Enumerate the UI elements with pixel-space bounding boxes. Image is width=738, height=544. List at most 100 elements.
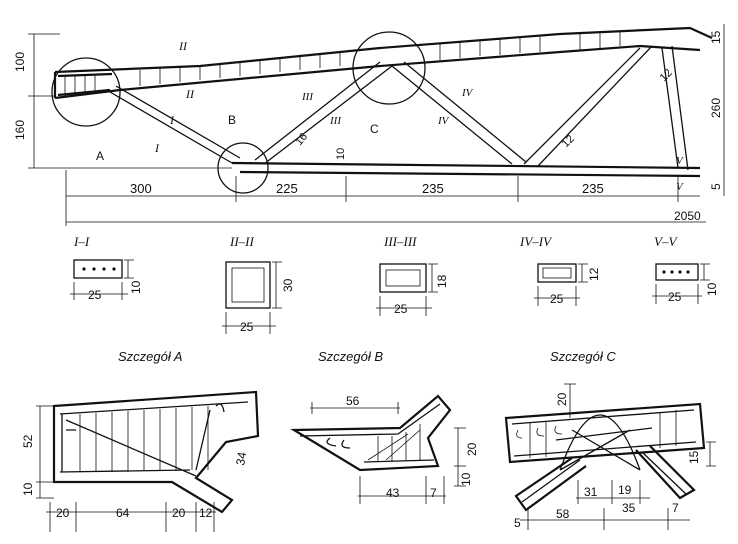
section-ii-dims — [222, 261, 282, 334]
detail-c-chord — [504, 402, 706, 464]
dim-160: 160 — [13, 120, 27, 140]
detail-b-top-dim — [310, 402, 400, 414]
top-chord-stirrups — [139, 32, 621, 86]
node-label-b: B — [228, 113, 236, 127]
cut-mark-incl-bottom: I — [154, 141, 160, 155]
cut-mark-iv-a: IV — [461, 87, 474, 99]
cross-sections: I–I 25 10 II–II 25 30 III–III 25 18 IV — [70, 234, 719, 334]
detail-b-dim-43: 43 — [386, 486, 400, 500]
detail-b-bars — [299, 403, 441, 463]
cut-mark-i-top: II — [178, 39, 188, 53]
section-iii-height: 18 — [435, 274, 449, 288]
section-i-outline — [73, 259, 123, 279]
detail-c-legs — [514, 445, 696, 512]
detail-c-mid-dims — [576, 480, 650, 504]
detail-a-dim-10: 10 — [21, 482, 35, 496]
section-iv-dims — [534, 263, 588, 306]
right-end-post — [661, 45, 689, 171]
cut-mark-iv-b: IV — [437, 115, 450, 127]
detail-c-dim-15: 15 — [687, 450, 701, 464]
left-end-stirrups — [64, 75, 96, 96]
section-v-height: 10 — [705, 282, 719, 296]
section-ii-width: 25 — [240, 320, 254, 334]
section-iv-outline — [537, 263, 577, 283]
dim-235-a: 235 — [422, 181, 444, 196]
detail-c-dim-19: 19 — [618, 483, 632, 497]
dim-300: 300 — [130, 181, 152, 196]
section-v-width: 25 — [668, 290, 682, 304]
detail-c-loop-bars — [555, 414, 653, 471]
detail-a-height-dims — [36, 405, 54, 499]
dim-235-b: 235 — [582, 181, 604, 196]
detail-c-leg-bars — [521, 451, 687, 503]
detail-a-stirrups — [79, 406, 209, 472]
section-ii-title: II–II — [229, 234, 254, 249]
top-chord-lower-edge — [54, 44, 701, 100]
dim-5: 5 — [709, 183, 723, 190]
web-diagonal-2 — [391, 61, 527, 165]
section-i-dims — [70, 259, 134, 300]
inclined-bottom-chord — [109, 85, 241, 164]
dim-100: 100 — [13, 52, 27, 72]
section-iv-title: IV–IV — [519, 234, 553, 249]
dim-12-post: 12 — [658, 67, 675, 84]
detail-a-outline — [52, 390, 260, 514]
section-iv-iv: IV–IV 25 12 — [519, 234, 601, 306]
dim-16: 16 — [293, 131, 310, 148]
node-label-c: C — [370, 122, 379, 136]
detail-c-stirrups — [516, 410, 677, 458]
dim-225: 225 — [276, 181, 298, 196]
span-dim-line — [65, 170, 700, 226]
section-iii-iii: III–III 25 18 — [376, 234, 449, 316]
detail-a-dim-20a: 20 — [56, 506, 70, 520]
detail-b-stirrups — [367, 424, 421, 462]
detail-a-dim-52: 52 — [21, 434, 35, 448]
detail-c-right-dim — [706, 441, 716, 467]
cut-mark-i-bottom: II — [185, 87, 195, 101]
detail-a-diagonal-bars — [65, 403, 225, 477]
section-ii-height: 30 — [281, 278, 295, 292]
detail-b-bottom-dims — [358, 476, 446, 504]
detail-b: Szczegół B 56 20 10 43 7 — [290, 349, 479, 504]
section-ii-ii: II–II 25 30 — [222, 234, 295, 334]
top-chord-upper-edge — [54, 26, 713, 74]
bottom-chord — [231, 161, 701, 178]
dim-10: 10 — [335, 148, 347, 160]
section-v-dims — [652, 263, 710, 304]
detail-b-dim-56: 56 — [346, 394, 360, 408]
detail-b-dim-10: 10 — [459, 472, 473, 486]
detail-c-top-dim — [564, 383, 576, 418]
section-iii-title: III–III — [383, 234, 417, 249]
section-iii-dims — [376, 263, 438, 316]
section-iii-outline — [379, 263, 427, 293]
section-iv-width: 25 — [550, 292, 564, 306]
cut-mark-incl-top: I — [169, 113, 175, 127]
detail-a-dim-64: 64 — [116, 506, 130, 520]
detail-c-dim-5: 5 — [514, 516, 521, 530]
section-i-title: I–I — [73, 234, 90, 249]
detail-a-main-bars — [59, 401, 249, 473]
detail-circle-c — [352, 31, 426, 105]
section-i-i: I–I 25 10 — [70, 234, 143, 302]
detail-b-outline — [290, 394, 452, 472]
section-i-width: 25 — [88, 288, 102, 302]
section-v-title: V–V — [654, 234, 678, 249]
detail-c-dim-31: 31 — [584, 485, 598, 499]
cut-mark-iii-b: III — [329, 115, 342, 127]
detail-c-bottom-dims — [520, 508, 690, 530]
detail-a-bottom-dims — [46, 502, 216, 532]
dim-2050: 2050 — [674, 209, 701, 223]
detail-c-dim-7: 7 — [672, 501, 679, 515]
cut-mark-v-bottom: V — [676, 181, 684, 193]
detail-b-title: Szczegół B — [318, 349, 383, 364]
web-diagonal-1 — [254, 61, 393, 165]
section-v-outline — [655, 263, 699, 281]
detail-a-dim-12: 12 — [199, 506, 213, 520]
detail-c: Szczegół C 20 15 31 19 5 58 35 7 — [504, 349, 716, 530]
truss-elevation: A B C II II I I III III IV IV V V 100 16… — [13, 24, 725, 226]
cut-mark-iii-a: III — [301, 91, 314, 103]
section-ii-outline — [225, 261, 271, 309]
detail-a-dim-34: 34 — [233, 451, 249, 467]
web-diagonal-3 — [523, 45, 653, 167]
